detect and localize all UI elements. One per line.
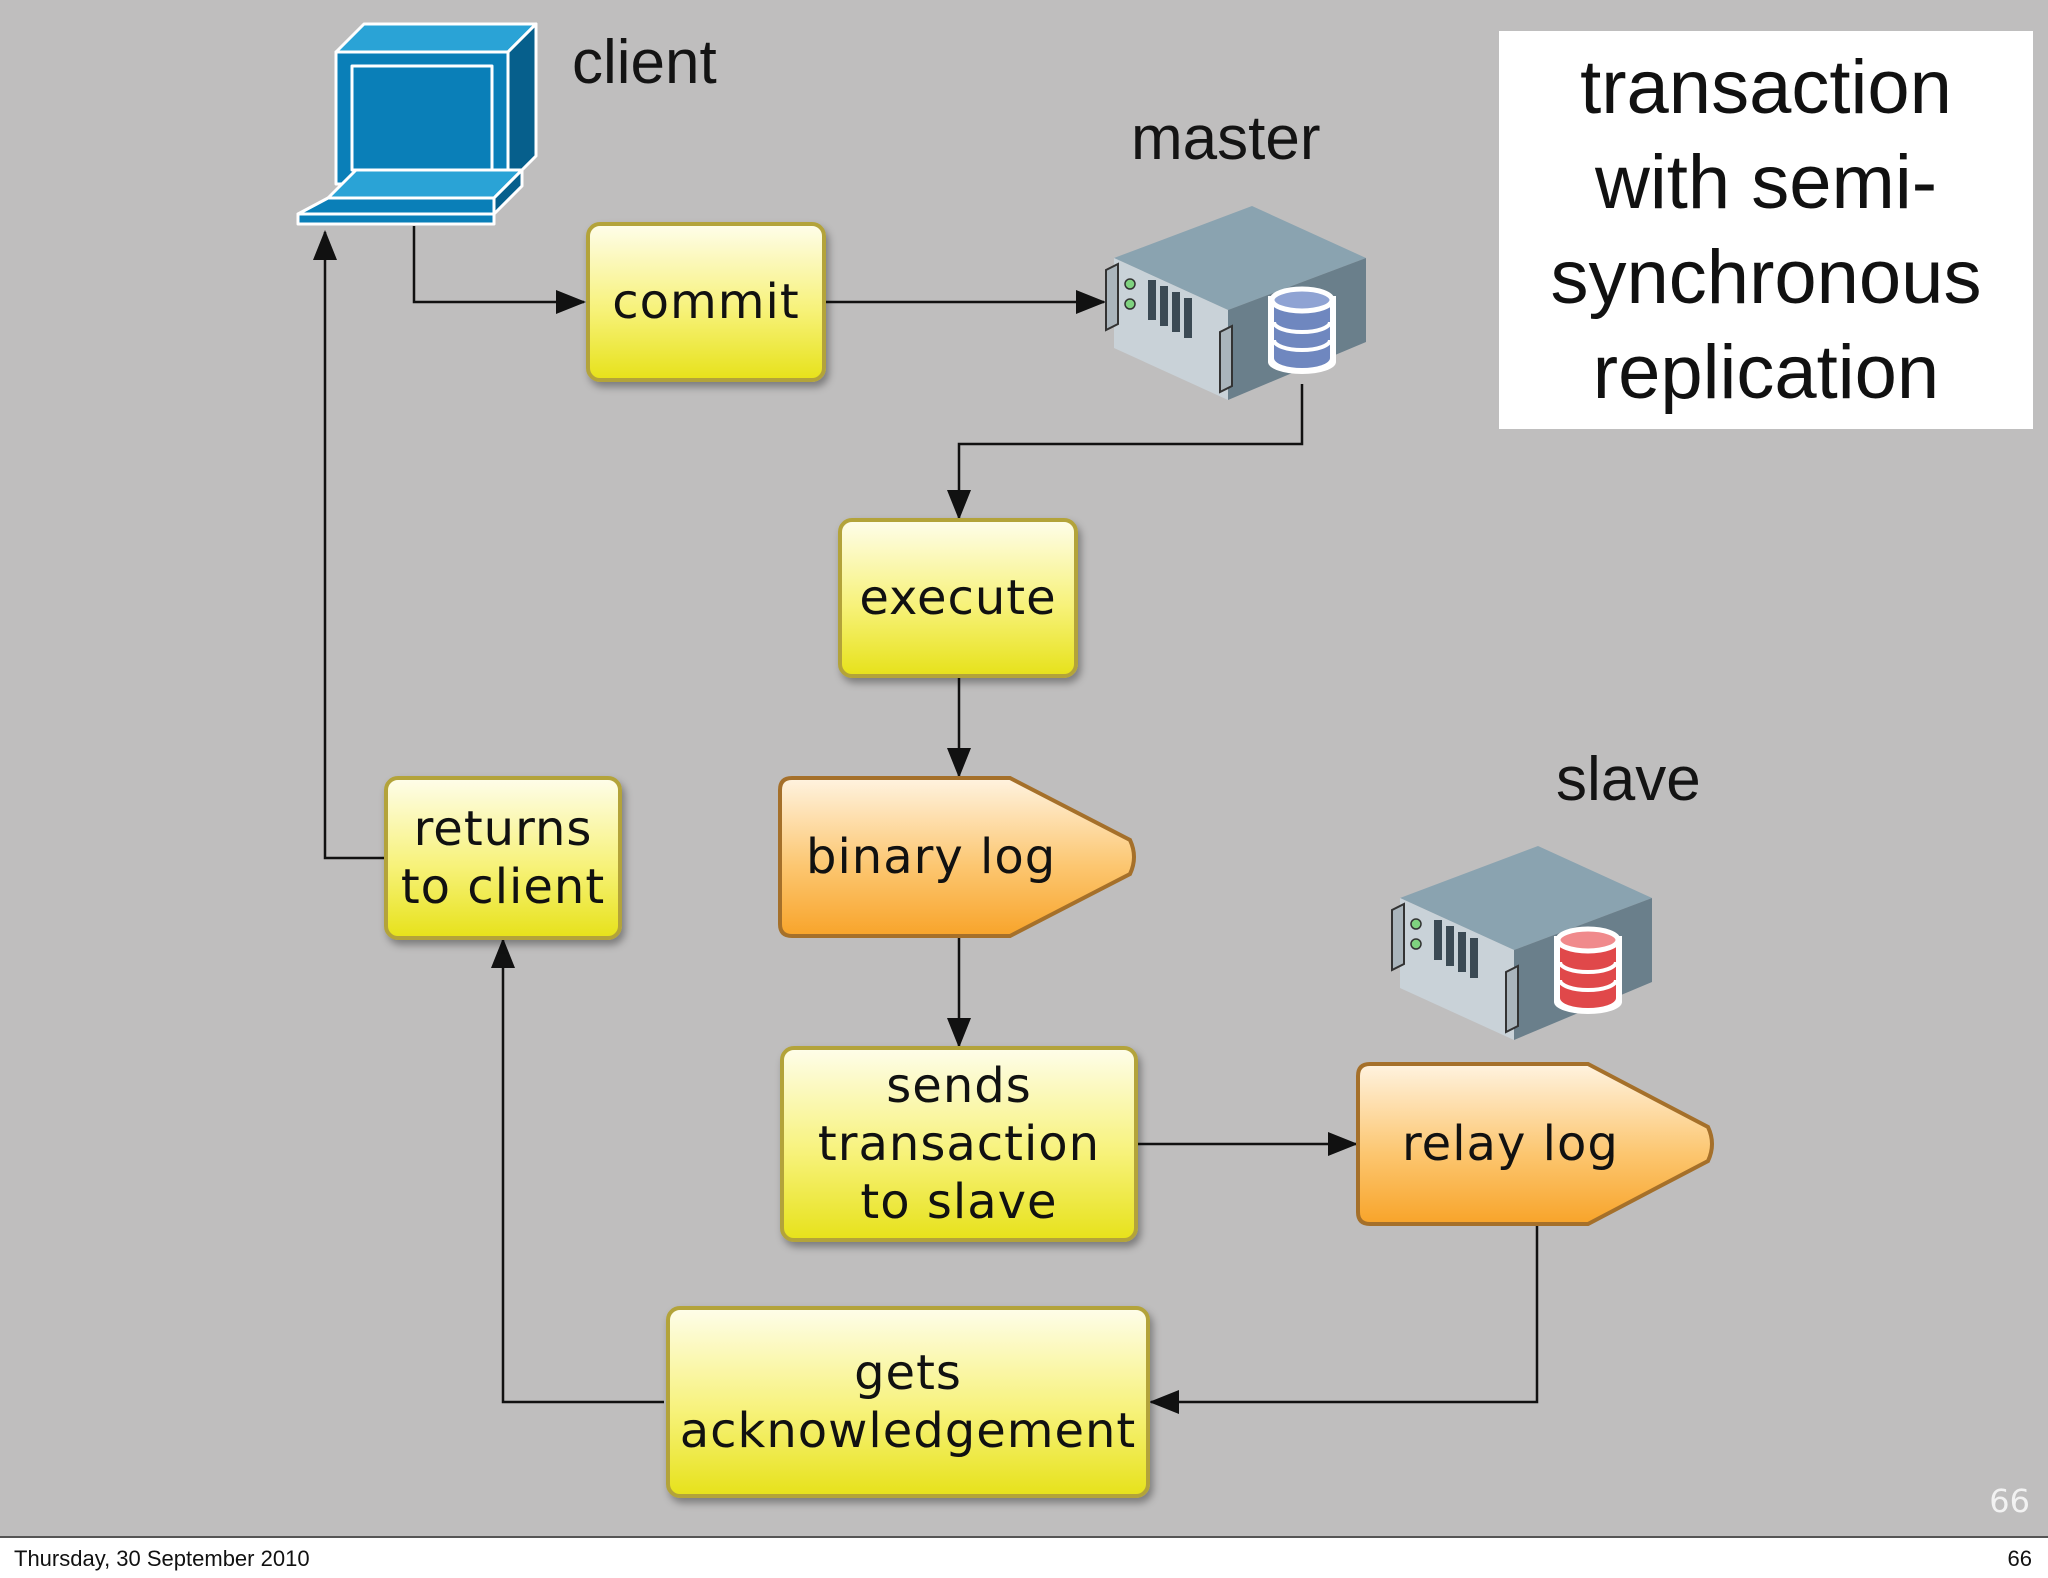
slave-label: slave	[1556, 745, 1701, 814]
gets-acknowledgement-node: gets acknowledgement	[666, 1306, 1150, 1498]
binary-log-node: binary log	[778, 776, 1140, 938]
flow-arrows	[313, 226, 1539, 1414]
relay-log-node: relay log	[1356, 1062, 1718, 1226]
sends-transaction-node: sends transaction to slave	[780, 1046, 1138, 1242]
relay-log-label: relay log	[1402, 1116, 1619, 1172]
master-db-icon	[1268, 286, 1336, 374]
arrow-ack-to-returns	[491, 938, 664, 1404]
commit-node: commit	[586, 222, 826, 382]
title-box: transaction with semi- synchronous repli…	[1499, 31, 2033, 429]
master-label: master	[1131, 104, 1321, 173]
arrow-master-to-execute	[947, 384, 1304, 520]
arrow-client-to-commit	[412, 226, 586, 314]
slave-db-icon	[1554, 926, 1622, 1014]
slave-server-icon	[1391, 846, 1652, 1040]
diagram-title: transaction with semi- synchronous repli…	[1550, 45, 1982, 415]
client-label: client	[572, 28, 717, 97]
execute-node: execute	[838, 518, 1078, 678]
binary-log-label: binary log	[806, 829, 1057, 885]
arrow-returns-to-client	[313, 230, 384, 860]
returns-to-client-node: returns to client	[384, 776, 622, 940]
arrow-relay-to-ack	[1149, 1226, 1539, 1414]
footer-date: Thursday, 30 September 2010	[14, 1546, 310, 1571]
slide-number: 66	[1989, 1482, 2030, 1520]
footer: Thursday, 30 September 2010 66	[0, 1536, 2048, 1578]
slide: client master slave transaction with sem…	[0, 0, 2048, 1536]
master-server-icon	[1105, 206, 1366, 400]
computer-icon	[296, 22, 538, 226]
footer-page-number: 66	[2007, 1546, 2032, 1571]
